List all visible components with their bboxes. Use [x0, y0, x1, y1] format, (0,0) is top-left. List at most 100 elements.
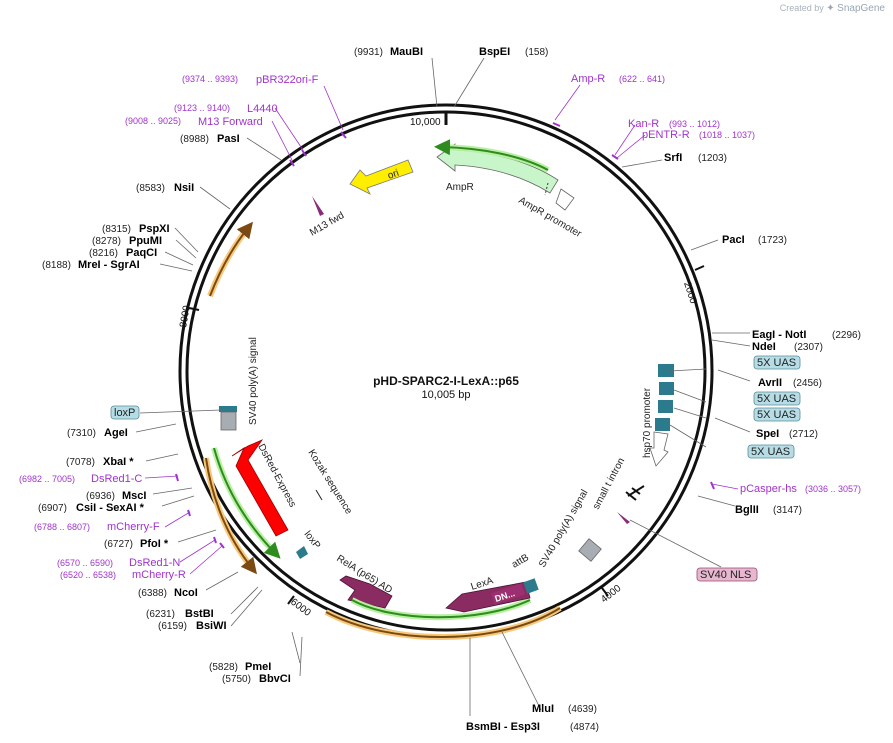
sv40-polya-right-label: SV40 poly(A) signal: [537, 488, 590, 570]
site-pacI-name: PacI: [722, 234, 745, 246]
sv40-polya-right-box: [578, 538, 602, 562]
site-bstBI-pos: (6231): [146, 609, 175, 620]
primer-l4440-range: (9123 .. 9140): [174, 103, 230, 113]
m13-fwd-primer-mark: [312, 196, 324, 216]
kozak-mark: [315, 489, 323, 501]
site-csiI-pos: (6907): [38, 503, 67, 514]
primer-ampr-name: Amp-R: [571, 73, 605, 85]
ampr-promoter-label: AmpR promoter: [517, 195, 584, 240]
primer-ampr-range: (622 .. 641): [619, 74, 665, 84]
sv40-nls-mark: [617, 512, 630, 524]
dn-box: [490, 583, 526, 605]
site-eagI-notI-pos: (2296): [832, 330, 861, 341]
primer-labels: (9374 .. 9393) pBR322ori-F (9123 .. 9140…: [19, 73, 861, 581]
primer-mcherryr-range: (6520 .. 6538): [60, 570, 116, 580]
dsred-express-arrow: [231, 439, 289, 537]
site-nsiI-name: NsiI: [174, 182, 194, 194]
site-pasI-pos: (8988): [180, 134, 209, 145]
site-pfoI-name: PfoI *: [140, 538, 169, 550]
site-paqCI-name: PaqCI: [126, 247, 157, 259]
primer-dsred1n-name: DsRed1-N: [129, 557, 180, 569]
primer-marks: [175, 122, 715, 549]
uas-label-1: 5X UAS: [757, 357, 796, 369]
site-mreI-name: MreI - SgrAI: [78, 259, 140, 271]
ampr-promoter-arrow: [555, 188, 575, 211]
uas-label-4: 5X UAS: [751, 446, 790, 458]
sv40-nls-box: [696, 567, 758, 582]
uas-block-2: [659, 382, 674, 395]
snapgene-watermark: Created by ✦ SnapGene: [780, 3, 885, 14]
primer-pcasper-name: pCasper-hs: [740, 483, 797, 495]
site-srfI-name: SrfI: [664, 152, 682, 164]
uas-block-1: [658, 364, 674, 377]
site-pmeI-pos: (5828): [209, 662, 238, 673]
boxed-feature-labels: 5X UAS 5X UAS 5X UAS 5X UAS loxP SV40 NL…: [110, 355, 801, 582]
kozak-label: Kozak sequence: [305, 448, 354, 517]
uas-box-1: [753, 355, 801, 370]
sv40-polya-left-box: [220, 411, 237, 431]
site-mscI-name: MscI: [122, 490, 146, 502]
uas-block-4: [655, 418, 670, 431]
site-ncoI-name: NcoI: [174, 587, 198, 599]
site-bsiWI-name: BsiWI: [196, 620, 227, 632]
site-bsiWI-pos: (6159): [158, 621, 187, 632]
attb-mark: [523, 578, 539, 594]
site-avrII-pos: (2456): [793, 378, 822, 389]
site-labels: (9931) MauBI BspEI (158) SrfI (1203) Pac…: [38, 46, 861, 733]
primer-mcherryr-name: mCherry-R: [132, 569, 186, 581]
primer-dsred1c-name: DsRed1-C: [91, 473, 142, 485]
primer-m13fwd-name: M13 Forward: [198, 116, 263, 128]
site-speI-pos: (2712): [789, 429, 818, 440]
primer-mcherryf-name: mCherry-F: [107, 521, 160, 533]
uas-label-2: 5X UAS: [757, 393, 796, 405]
site-bbvCI-name: BbvCI: [259, 673, 291, 685]
site-ndeI-name: NdeI: [752, 341, 776, 353]
site-bsmBI-pos: (4874): [570, 722, 599, 733]
uas-box-3: [753, 407, 801, 422]
uas-box-2: [753, 391, 801, 406]
site-speI-name: SpeI: [756, 428, 779, 440]
site-pfoI-pos: (6727): [104, 539, 133, 550]
primer-pbr322-name: pBR322ori-F: [256, 74, 319, 86]
watermark-prefix: Created by: [779, 3, 824, 13]
site-xbaI-name: XbaI *: [103, 456, 134, 468]
ori-arrow: [349, 159, 414, 195]
site-mauBI-name: MauBI: [390, 46, 423, 58]
small-t-intron-mark: [625, 485, 645, 501]
primer-l4440-name: L4440: [247, 103, 278, 115]
site-avrII-name: AvrII: [758, 377, 782, 389]
tick-8000: 8000: [178, 304, 193, 328]
leader-lines: [135, 57, 751, 716]
site-mluI-pos: (4639): [568, 704, 597, 715]
primer-dsred1c-range: (6982 .. 7005): [19, 474, 75, 484]
primer-mcherryf-range: (6788 .. 6807): [34, 522, 90, 532]
hsp70-promoter-arrow: [649, 431, 669, 467]
site-bstBI-name: BstBI: [185, 608, 214, 620]
primer-leader-lines: [144, 84, 739, 575]
site-bspEI-name: BspEI: [479, 46, 510, 58]
site-pasI-name: PasI: [217, 133, 240, 145]
uas-box-4: [747, 444, 795, 459]
site-bspEI-pos: (158): [525, 47, 548, 58]
site-paqCI-pos: (8216): [89, 248, 118, 259]
site-csiI-name: CsiI - SexAI *: [76, 502, 145, 514]
primer-dsred1n-range: (6570 .. 6590): [57, 558, 113, 568]
site-bglII-name: BglII: [735, 504, 759, 516]
small-t-intron-label: small t intron: [591, 456, 627, 511]
snapgene-logo-icon: ✦: [826, 3, 835, 14]
site-mluI-name: MluI: [532, 703, 554, 715]
primer-pentr-name: pENTR-R: [642, 129, 690, 141]
primer-kanr-name: Kan-R: [628, 118, 659, 130]
attb-label: attB: [510, 552, 531, 571]
tick-10000: 10,000: [410, 117, 441, 128]
site-ppuMI-pos: (8278): [92, 236, 121, 247]
site-srfI-pos: (1203): [698, 153, 727, 164]
plasmid-name: pHD-SPARC2-I-LexA::p65: [373, 374, 519, 388]
site-pmeI-name: PmeI: [245, 661, 271, 673]
site-pspXI-pos: (8315): [102, 224, 131, 235]
uas-block-3: [658, 400, 673, 413]
site-bbvCI-pos: (5750): [222, 674, 251, 685]
site-xbaI-pos: (7078): [66, 457, 95, 468]
site-bsmBI-name: BsmBI - Esp3I: [466, 721, 540, 733]
